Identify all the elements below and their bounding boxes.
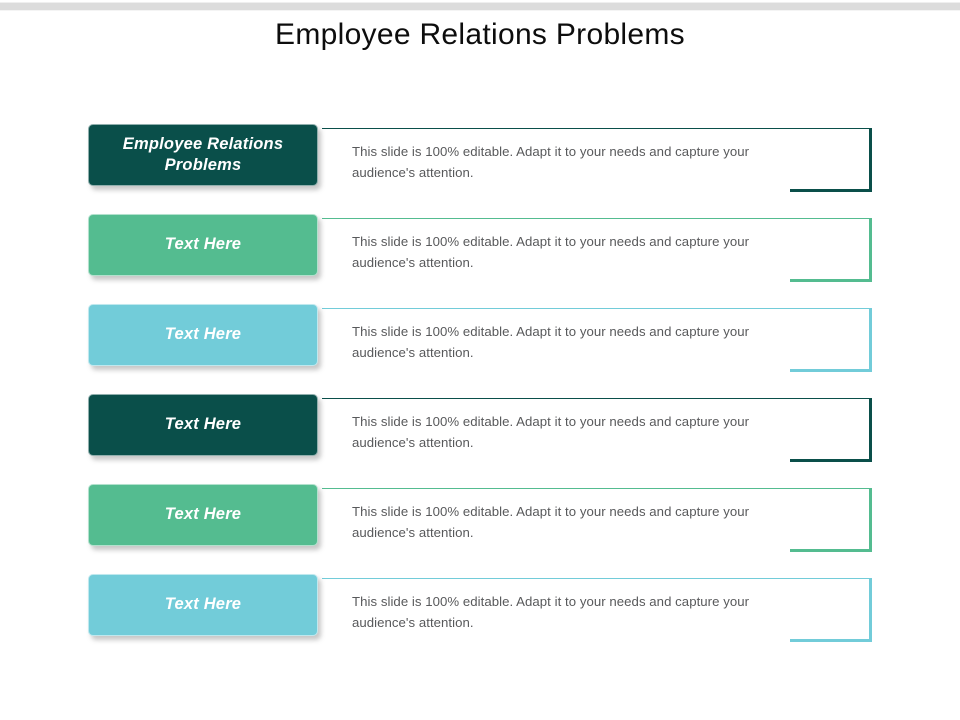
row-label-text: Text Here (164, 235, 242, 254)
content-box-right-rule (869, 578, 872, 642)
content-box-right-rule (869, 128, 872, 192)
row-body-text: This slide is 100% editable. Adapt it to… (352, 414, 750, 451)
content-row: This slide is 100% editable. Adapt it to… (0, 574, 960, 644)
content-box-top-rule (322, 308, 872, 309)
row-label-box[interactable]: Employee Relations Problems (88, 124, 318, 186)
content-box-top-rule (322, 128, 872, 129)
row-label-text: Employee Relations Problems (122, 134, 284, 174)
row-body-text: This slide is 100% editable. Adapt it to… (352, 594, 750, 631)
row-label-text: Text Here (164, 325, 242, 344)
content-row: This slide is 100% editable. Adapt it to… (0, 394, 960, 464)
row-content-box[interactable]: This slide is 100% editable. Adapt it to… (322, 128, 872, 192)
row-content-box[interactable]: This slide is 100% editable. Adapt it to… (322, 578, 872, 642)
content-box-right-rule (869, 488, 872, 552)
content-box-right-rule (869, 218, 872, 282)
content-row: This slide is 100% editable. Adapt it to… (0, 214, 960, 284)
row-label-box[interactable]: Text Here (88, 484, 318, 546)
content-box-bottom-rule (790, 189, 872, 192)
row-label-box[interactable]: Text Here (88, 214, 318, 276)
content-box-bottom-rule (790, 369, 872, 372)
content-row: This slide is 100% editable. Adapt it to… (0, 484, 960, 554)
content-row: This slide is 100% editable. Adapt it to… (0, 304, 960, 374)
content-box-top-rule (322, 488, 872, 489)
row-body-text: This slide is 100% editable. Adapt it to… (352, 504, 750, 541)
row-content-box[interactable]: This slide is 100% editable. Adapt it to… (322, 308, 872, 372)
content-box-top-rule (322, 218, 872, 219)
content-box-bottom-rule (790, 639, 872, 642)
page-title: Employee Relations Problems (275, 18, 685, 51)
row-content-box[interactable]: This slide is 100% editable. Adapt it to… (322, 488, 872, 552)
content-box-top-rule (322, 398, 872, 399)
row-body-text: This slide is 100% editable. Adapt it to… (352, 324, 750, 361)
content-box-top-rule (322, 578, 872, 579)
row-body-text: This slide is 100% editable. Adapt it to… (352, 234, 750, 271)
row-label-text: Text Here (164, 505, 242, 524)
row-label-box[interactable]: Text Here (88, 394, 318, 456)
row-label-box[interactable]: Text Here (88, 304, 318, 366)
row-label-text: Text Here (164, 415, 242, 434)
content-row: This slide is 100% editable. Adapt it to… (0, 124, 960, 194)
row-label-text: Text Here (164, 595, 242, 614)
content-box-right-rule (869, 398, 872, 462)
row-body-text: This slide is 100% editable. Adapt it to… (352, 144, 750, 181)
content-box-right-rule (869, 308, 872, 372)
content-box-bottom-rule (790, 279, 872, 282)
row-label-box[interactable]: Text Here (88, 574, 318, 636)
content-box-bottom-rule (790, 549, 872, 552)
content-box-bottom-rule (790, 459, 872, 462)
row-content-box[interactable]: This slide is 100% editable. Adapt it to… (322, 398, 872, 462)
row-content-box[interactable]: This slide is 100% editable. Adapt it to… (322, 218, 872, 282)
top-decorative-band (0, 2, 960, 11)
